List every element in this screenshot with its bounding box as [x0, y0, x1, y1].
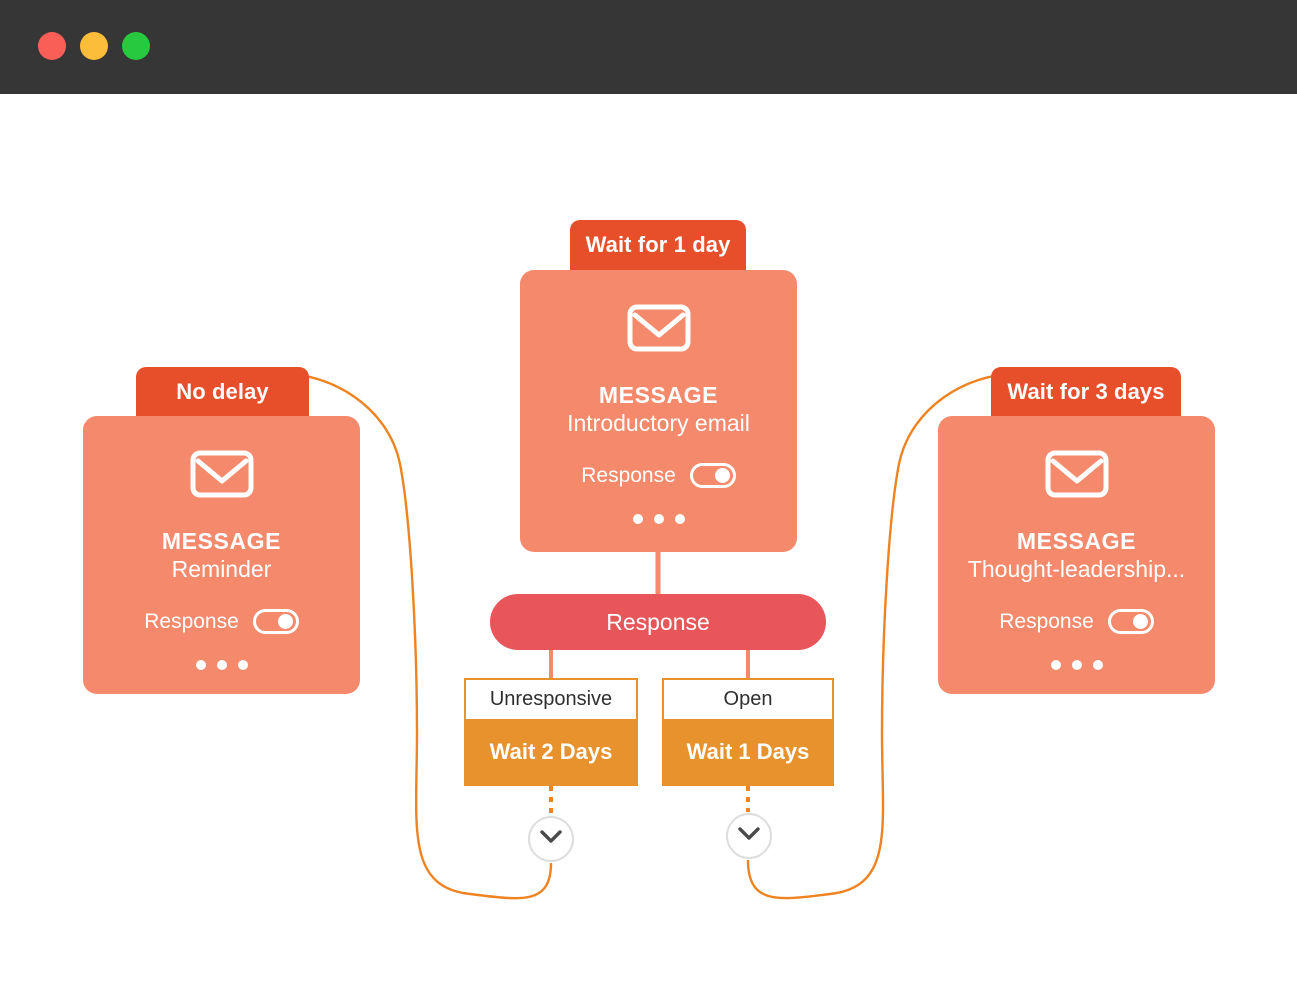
window-controls [38, 32, 150, 60]
dot [195, 660, 206, 671]
toggle-knob [277, 614, 293, 630]
chevron-down-icon [738, 826, 760, 846]
branch-box-unresponsive[interactable]: Unresponsive Wait 2 Days [464, 678, 638, 786]
envelope-icon [1045, 450, 1109, 503]
add-step-button-open[interactable] [726, 813, 772, 859]
toggle-knob [714, 468, 730, 484]
card-name-label: Thought-leadership... [967, 556, 1186, 583]
add-step-button-unresponsive[interactable] [528, 816, 574, 862]
dot [237, 660, 248, 671]
envelope-icon [190, 450, 254, 503]
branch-condition-label: Open [664, 680, 832, 719]
card-body[interactable]: MESSAGE Thought-leadership... Response [938, 416, 1215, 694]
minimize-button[interactable] [80, 32, 108, 60]
card-body[interactable]: MESSAGE Reminder Response [83, 416, 360, 694]
flow-canvas[interactable]: No delay MESSAGE Reminder Response [0, 94, 1297, 1003]
card-kind-label: MESSAGE [598, 382, 719, 408]
response-toggle-switch[interactable] [689, 463, 736, 489]
response-toggle-switch[interactable] [252, 609, 299, 635]
response-toggle-row[interactable]: Response [999, 609, 1154, 635]
card-name-label: Reminder [171, 556, 272, 583]
card-delay-tab[interactable]: No delay [136, 367, 309, 417]
envelope-icon [627, 304, 691, 357]
chevron-down-icon [540, 829, 562, 849]
card-delay-tab[interactable]: Wait for 1 day [570, 220, 746, 270]
response-toggle-row[interactable]: Response [581, 463, 736, 489]
response-toggle-label: Response [581, 463, 676, 487]
dot [1071, 660, 1082, 671]
response-toggle-switch[interactable] [1107, 609, 1154, 635]
card-delay-tab[interactable]: Wait for 3 days [991, 367, 1181, 417]
decision-node-response[interactable]: Response [490, 594, 826, 650]
dot [216, 660, 227, 671]
branch-wait-label[interactable]: Wait 1 Days [664, 719, 832, 784]
card-name-label: Introductory email [567, 410, 750, 437]
dot [632, 514, 643, 525]
three-dots-icon[interactable] [632, 514, 685, 525]
response-toggle-label: Response [144, 609, 239, 633]
branch-wait-label[interactable]: Wait 2 Days [466, 719, 636, 784]
card-kind-label: MESSAGE [161, 528, 282, 554]
card-body[interactable]: MESSAGE Introductory email Response [520, 270, 797, 552]
dot [653, 514, 664, 525]
dot [674, 514, 685, 525]
card-kind-label: MESSAGE [1016, 528, 1137, 554]
toggle-knob [1132, 614, 1148, 630]
window-titlebar [0, 0, 1297, 94]
dot [1092, 660, 1103, 671]
response-toggle-label: Response [999, 609, 1094, 633]
three-dots-icon[interactable] [1050, 660, 1103, 671]
dot [1050, 660, 1061, 671]
three-dots-icon[interactable] [195, 660, 248, 671]
maximize-button[interactable] [122, 32, 150, 60]
response-toggle-row[interactable]: Response [144, 609, 299, 635]
close-button[interactable] [38, 32, 66, 60]
branch-box-open[interactable]: Open Wait 1 Days [662, 678, 834, 786]
branch-condition-label: Unresponsive [466, 680, 636, 719]
